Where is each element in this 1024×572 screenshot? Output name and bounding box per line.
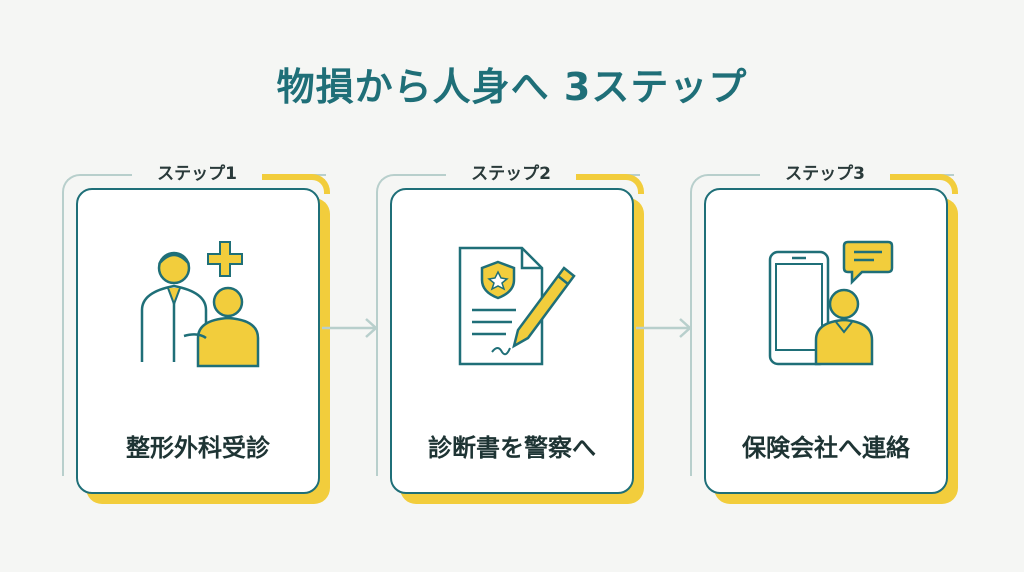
phone-contact-icon	[768, 240, 894, 366]
step-card: 整形外科受診	[76, 188, 320, 494]
page-title: 物損から人身へ 3ステップ	[276, 65, 748, 109]
frame-accent	[240, 174, 330, 194]
doctor-patient-icon	[140, 241, 260, 368]
police-document-icon	[458, 246, 576, 366]
step-caption: 整形外科受診	[126, 434, 270, 462]
step-2: 診断書を警察へ ステップ2	[376, 160, 646, 506]
arrow-right-icon	[322, 318, 378, 338]
frame-accent	[868, 174, 958, 194]
step-1: 整形外科受診 ステップ1	[62, 160, 332, 506]
step-label: ステップ1	[132, 162, 262, 186]
step-caption: 保険会社へ連絡	[742, 434, 910, 462]
step-label: ステップ2	[446, 162, 576, 186]
step-label: ステップ3	[760, 162, 890, 186]
step-card: 保険会社へ連絡	[704, 188, 948, 494]
step-caption: 診断書を警察へ	[428, 434, 596, 462]
frame-accent	[554, 174, 644, 194]
step-card: 診断書を警察へ	[390, 188, 634, 494]
arrow-right-icon	[636, 318, 692, 338]
step-3: 保険会社へ連絡 ステップ3	[690, 160, 960, 506]
